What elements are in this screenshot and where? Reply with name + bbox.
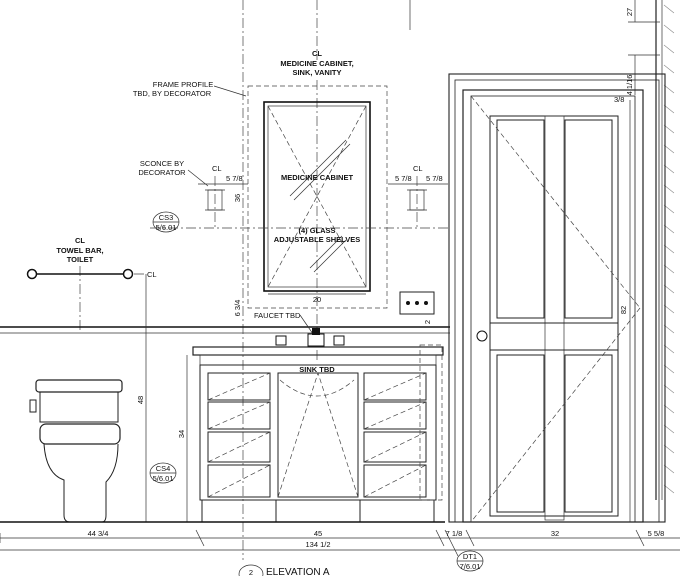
dimension-string-row-1: [0, 529, 680, 547]
dim-5-7-8-left: 5 7/8: [226, 174, 243, 183]
label-adjustable-shelves: ADJUSTABLE SHELVES: [274, 235, 360, 244]
note-frame-profile-tbd: TBD, BY DECORATOR: [133, 89, 212, 98]
dim-44-3-4: 44 3/4: [88, 529, 109, 538]
door: [448, 73, 666, 523]
sink-bowl: [279, 379, 355, 397]
note-towel-toilet: TOILET: [67, 255, 94, 264]
sconce-cl-left: CL: [212, 164, 222, 173]
dim-5-5-8: 5 5/8: [648, 529, 665, 538]
note-cl-cabinet: CL: [312, 49, 322, 58]
tag-cs4-top: CS4: [156, 464, 171, 473]
dim-20: 20: [313, 295, 321, 304]
dim-45: 45: [314, 529, 322, 538]
note-sink-vanity: SINK, VANITY: [292, 68, 341, 77]
leader-faucet: [299, 314, 314, 335]
note-towel-cl: CL: [75, 236, 85, 245]
tag-cs4-bottom: 5/6.01: [153, 474, 174, 483]
note-towel-bar: TOWEL BAR,: [56, 246, 103, 255]
dim-48: 48: [136, 396, 145, 404]
drawing-title: 2 ELEVATION A: [238, 564, 345, 581]
dim-5-7-8-mid: 5 7/8: [395, 174, 412, 183]
sconce-cl-right: CL: [413, 164, 423, 173]
medicine-cabinet: MEDICINE CABINET (4) GLASS ADJUSTABLE SH…: [247, 85, 388, 309]
dim-134-1-2: 134 1/2: [305, 540, 330, 549]
left-sconce: CL 5 7/8 36: [205, 164, 243, 230]
tag-cs3-top: CS3: [159, 213, 174, 222]
dim-5-7-8-right: 5 7/8: [426, 174, 443, 183]
tag-dt1: DT1 7/6.01: [444, 529, 484, 572]
dim-32: 32: [551, 529, 559, 538]
chair-rail: [0, 326, 450, 334]
label-medicine-cabinet: MEDICINE CABINET: [281, 173, 354, 182]
dim-2: 2: [423, 320, 432, 324]
right-sconce: CL 5 7/8 5 7/8: [388, 164, 448, 230]
title-number: 2: [249, 568, 253, 576]
towel-bar: CL: [26, 268, 157, 280]
title-label: ELEVATION A: [266, 567, 330, 576]
faucet: [275, 328, 345, 347]
tag-dt1-top: DT1: [463, 552, 477, 561]
label-faucet: FAUCET TBD: [254, 311, 301, 320]
towel-bar-cl: CL: [147, 270, 157, 279]
right-wall-hatch: [655, 0, 675, 500]
tag-cs4: CS4 5/6.01: [149, 462, 177, 484]
dim-6-3-4: 6 3/4: [233, 300, 242, 317]
label-glass: (4) GLASS: [298, 226, 335, 235]
tag-cs3-bottom: 5/6.01: [156, 223, 177, 232]
note-sconce: SCONCE BY: [140, 159, 184, 168]
vanity: SINK TBD: [192, 344, 444, 522]
label-sink: SINK TBD: [299, 365, 335, 374]
leader-sconce: [187, 169, 209, 187]
toilet: [29, 379, 123, 523]
note-sconce-decorator: DECORATOR: [138, 168, 186, 177]
dim-36: 36: [233, 194, 242, 202]
dim-3-8: 3/8: [614, 95, 624, 104]
dim-27: 27: [625, 8, 634, 16]
dim-4-1-16: 4 1/16: [625, 75, 634, 96]
note-frame-profile: FRAME PROFILE: [153, 80, 213, 89]
note-medicine-cabinet-sink: MEDICINE CABINET,: [280, 59, 353, 68]
dim-7-1-8: 7 1/8: [446, 529, 463, 538]
tag-cs3: CS3 5/6.01: [152, 211, 180, 233]
dim-82: 82: [619, 306, 628, 314]
leader-frame-profile: [213, 85, 247, 97]
dim-34: 34: [177, 430, 186, 438]
outlet: [399, 291, 435, 315]
tag-dt1-bottom: 7/6.01: [460, 562, 481, 571]
